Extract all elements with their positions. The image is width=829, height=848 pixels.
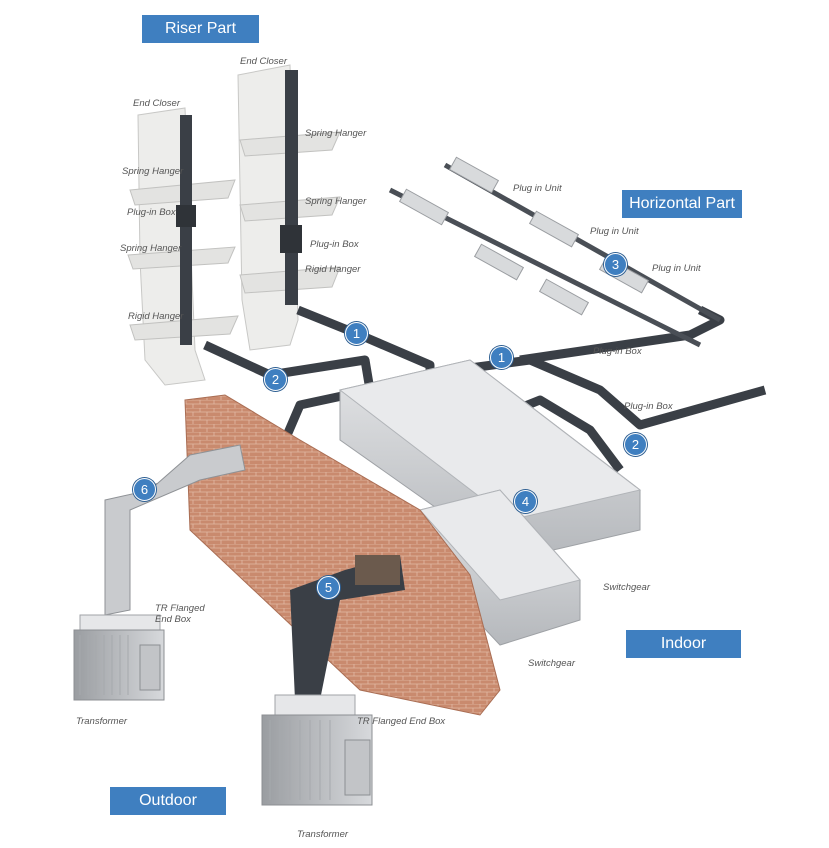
outdoor-riser-left	[104, 444, 246, 616]
section-indoor: Indoor	[626, 630, 741, 658]
label-spring-hanger-right-1: Spring Hanger	[305, 128, 367, 139]
label-plug-in-box-left: Plug-in Box	[127, 207, 176, 218]
section-riser-part: Riser Part	[142, 15, 259, 43]
label-rigid-hanger-right: Rigid Hanger	[305, 264, 361, 275]
label-spring-hanger-right-2: Spring Hanger	[305, 196, 367, 207]
label-switchgear-2: Switchgear	[528, 658, 575, 669]
label-plug-in-box-h2: Plug-in Box	[624, 401, 673, 412]
label-transformer-left: Transformer	[76, 716, 128, 727]
label-transformer-right: Transformer	[297, 829, 349, 840]
riser-wall-left	[127, 107, 239, 386]
badge-horizontal-2: 2	[624, 433, 647, 456]
label-tr-flanged-end-box-right: TR Flanged End Box	[357, 716, 446, 727]
switchgear-main	[338, 359, 642, 561]
riser-wall-right	[237, 64, 341, 351]
label-switchgear-1: Switchgear	[603, 582, 650, 593]
badge-riser-2: 2	[264, 368, 287, 391]
badge-riser-1: 1	[345, 322, 368, 345]
label-spring-hanger-left-2: Spring Hanger	[120, 243, 182, 254]
brick-wall	[184, 394, 501, 716]
label-plug-in-unit-3: Plug in Unit	[652, 263, 701, 274]
badge-outdoor-6: 6	[133, 478, 156, 501]
badge-horizontal-1: 1	[490, 346, 513, 369]
plug-in-units	[398, 156, 650, 316]
section-outdoor: Outdoor	[110, 787, 226, 815]
label-plug-in-box-h1: Plug-in Box	[593, 346, 642, 357]
label-end-closer-left: End Closer	[133, 98, 180, 109]
label-end-closer-right: End Closer	[240, 56, 287, 67]
label-plug-in-unit-1: Plug in Unit	[513, 183, 562, 194]
section-horizontal-part: Horizontal Part	[622, 190, 742, 218]
label-spring-hanger-left-1: Spring Hanger	[122, 166, 184, 177]
label-tr-flanged-end-box-left: TR Flanged End Box	[155, 603, 205, 625]
badge-switchgear-4: 4	[514, 490, 537, 513]
label-plug-in-box-right: Plug-in Box	[310, 239, 359, 250]
transformer-left	[73, 614, 165, 701]
badge-wall-5: 5	[317, 576, 340, 599]
transformer-right	[261, 694, 373, 806]
badge-horizontal-3: 3	[604, 253, 627, 276]
label-plug-in-unit-2: Plug in Unit	[590, 226, 639, 237]
label-rigid-hanger-left: Rigid Hanger	[128, 311, 184, 322]
